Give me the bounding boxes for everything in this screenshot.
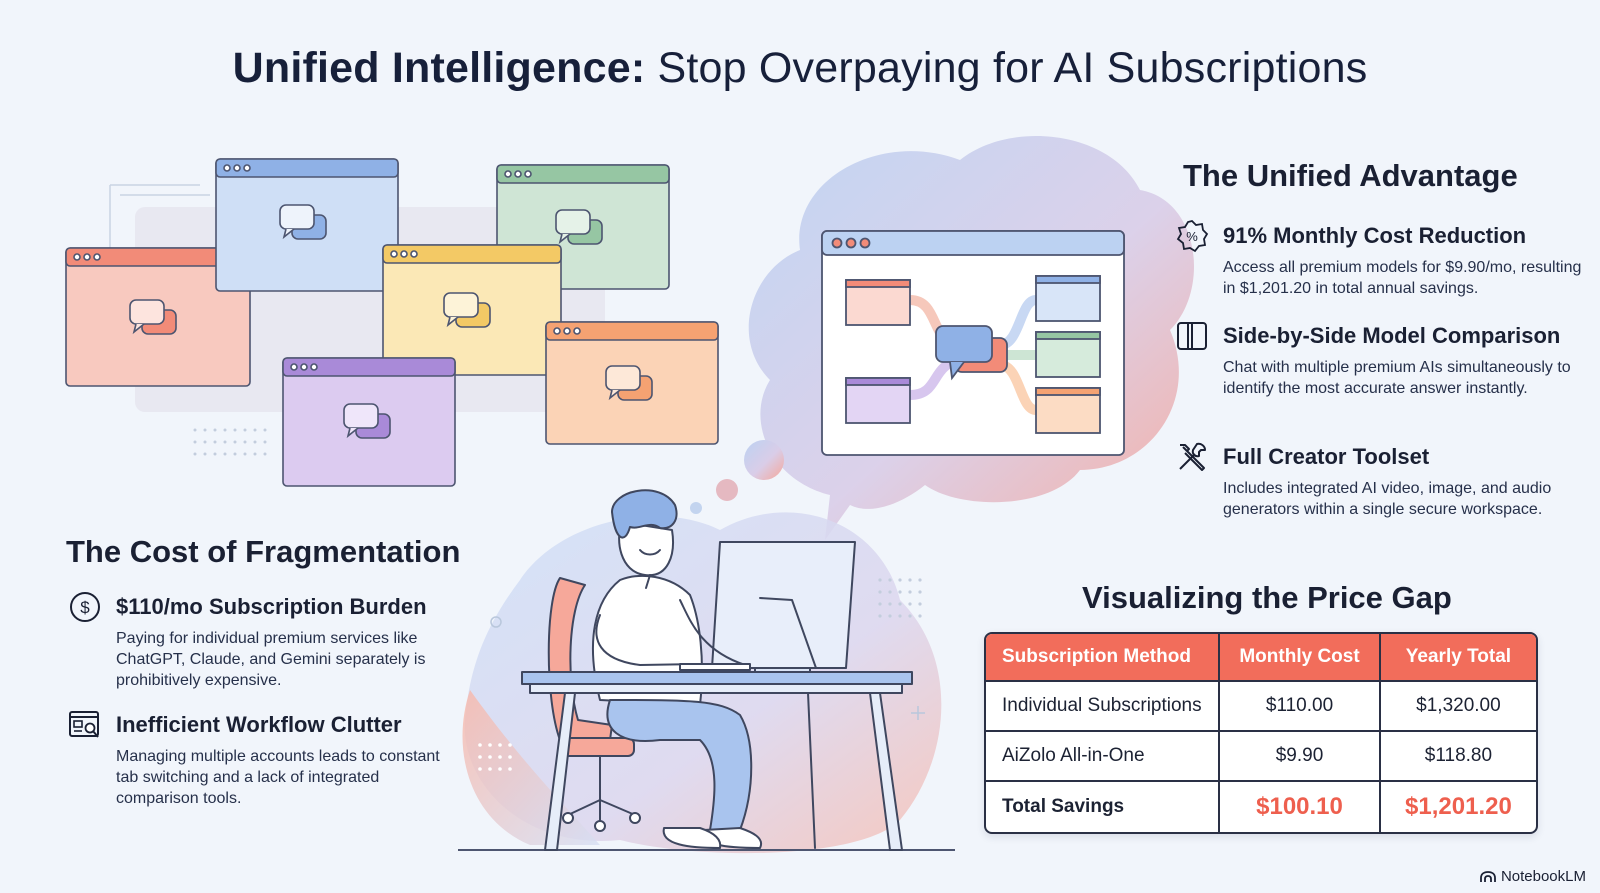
page-title: Unified Intelligence: Stop Overpaying fo… <box>0 44 1600 93</box>
dollar-coin-icon: $ <box>70 592 100 622</box>
table-row: AiZolo All-in-One $9.90 $118.80 <box>986 732 1536 782</box>
table-cell-yearly-savings: $1,201.20 <box>1405 793 1512 820</box>
title-bold: Unified Intelligence: <box>232 44 646 92</box>
notebooklm-logo-icon <box>1480 870 1496 882</box>
advantage-item-title: 91% Monthly Cost Reduction <box>1223 223 1527 248</box>
advantage-item-cost: % 91% Monthly Cost Reduction Access all … <box>1176 220 1583 299</box>
advantage-heading: The Unified Advantage <box>1183 158 1518 193</box>
column-header-yearly: Yearly Total <box>1380 634 1536 682</box>
svg-text:%: % <box>1186 229 1198 244</box>
window-search-icon <box>69 711 99 738</box>
table-cell-monthly: $9.90 <box>1220 732 1381 782</box>
fragmentation-item-title: Inefficient Workflow Clutter <box>116 712 402 737</box>
advantage-item-body: Chat with multiple premium AIs simultane… <box>1223 359 1571 397</box>
fragmentation-item-burden: $ $110/mo Subscription Burden Paying for… <box>70 592 466 691</box>
advantage-item-comparison: Side-by-Side Model Comparison Chat with … <box>1177 322 1583 399</box>
table-cell-method: Individual Subscriptions <box>986 682 1221 732</box>
brand-label: NotebookLM <box>1500 868 1586 885</box>
fragmentation-item-title: $110/mo Subscription Burden <box>116 594 427 619</box>
tools-icon <box>1179 442 1206 471</box>
columns-icon <box>1177 322 1207 350</box>
desk-scene <box>458 489 955 854</box>
table-row: Individual Subscriptions $110.00 $1,320.… <box>986 682 1536 732</box>
fragmentation-item-body: Managing multiple accounts leads to cons… <box>116 748 440 807</box>
chat-bubble-icons <box>129 204 653 439</box>
advantage-item-title: Side-by-Side Model Comparison <box>1223 323 1561 348</box>
dot-grid-left <box>193 428 267 456</box>
advantage-item-body: Access all premium models for $9.90/mo, … <box>1223 259 1582 297</box>
column-header-monthly: Monthly Cost <box>1220 634 1381 682</box>
column-header-method: Subscription Method <box>986 634 1221 682</box>
advantage-item-title: Full Creator Toolset <box>1223 444 1430 469</box>
table-cell-method: Total Savings <box>986 782 1221 832</box>
table-cell-yearly: $1,320.00 <box>1380 682 1536 732</box>
table-cell-monthly-savings: $100.10 <box>1220 782 1381 832</box>
svg-text:$: $ <box>80 598 90 617</box>
table-cell-monthly: $110.00 <box>1220 682 1381 732</box>
price-gap-table: Subscription Method Monthly Cost Yearly … <box>984 632 1538 834</box>
price-gap-heading: Visualizing the Price Gap <box>1082 580 1452 615</box>
advantage-item-toolset: Full Creator Toolset Includes integrated… <box>1179 442 1583 520</box>
brand-mark: NotebookLM <box>1480 868 1586 885</box>
fragmentation-item-clutter: Inefficient Workflow Clutter Managing mu… <box>69 711 466 809</box>
percent-badge-icon: % <box>1176 220 1209 253</box>
title-rest: Stop Overpaying for AI Subscriptions <box>657 44 1368 92</box>
table-cell-method: AiZolo All-in-One <box>986 732 1221 782</box>
advantage-item-body: Includes integrated AI video, image, and… <box>1223 480 1552 518</box>
unified-window <box>821 230 1125 456</box>
table-row-total: Total Savings $100.10 $1,201.20 <box>986 782 1536 832</box>
table-header-row: Subscription Method Monthly Cost Yearly … <box>986 634 1536 682</box>
fragmentation-item-body: Paying for individual premium services l… <box>116 630 426 689</box>
table-cell-yearly: $118.80 <box>1380 732 1536 782</box>
fragmentation-heading: The Cost of Fragmentation <box>66 534 461 569</box>
